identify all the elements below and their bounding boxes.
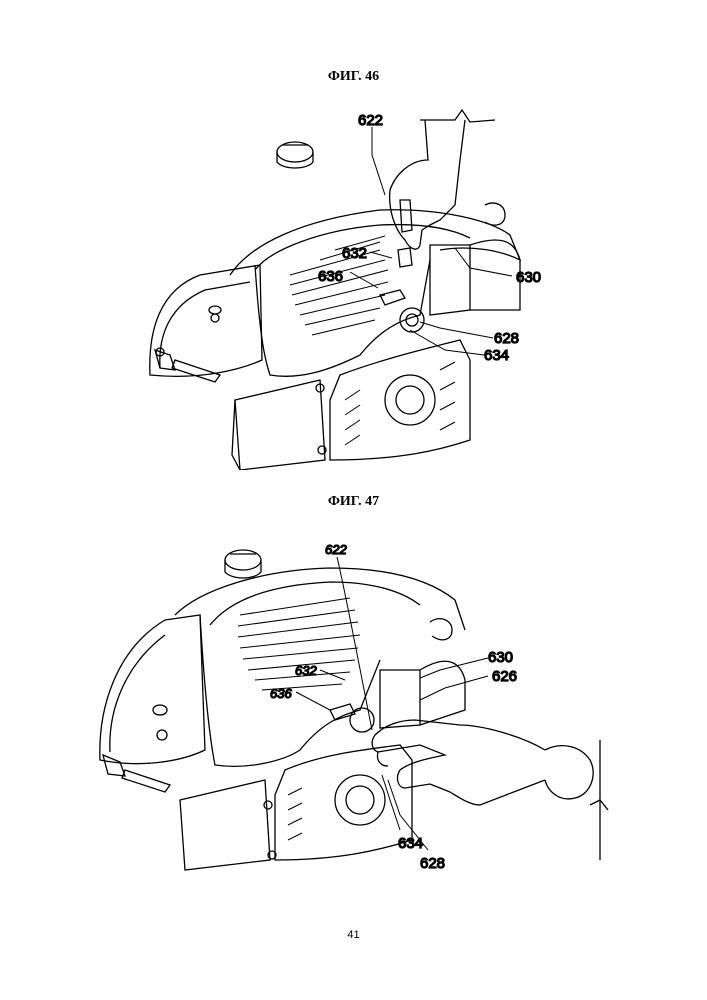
label-632: 632 [342,245,367,262]
label-626: 626 [492,668,517,685]
label-628: 628 [420,855,445,872]
label-628: 628 [494,330,519,347]
leader-lines [296,557,488,850]
page-number: 41 [0,929,707,941]
label-622: 622 [325,542,347,557]
label-632: 632 [295,663,317,678]
label-630: 630 [516,269,541,286]
engine-shroud [150,142,520,470]
figure-46-drawing: 622 632 636 630 628 634 [0,100,707,470]
label-622: 622 [358,112,383,129]
label-636: 636 [318,268,343,285]
hand-drawing [390,110,495,267]
figure-46-title: ФИГ. 46 [0,69,707,85]
label-630: 630 [488,649,513,666]
figure-47-title: ФИГ. 47 [0,494,707,510]
label-634: 634 [398,835,423,852]
label-634: 634 [484,347,509,364]
label-636: 636 [270,686,292,701]
figure-47-drawing: 622 632 636 630 626 634 628 [0,530,707,910]
engine-shroud [100,550,465,870]
